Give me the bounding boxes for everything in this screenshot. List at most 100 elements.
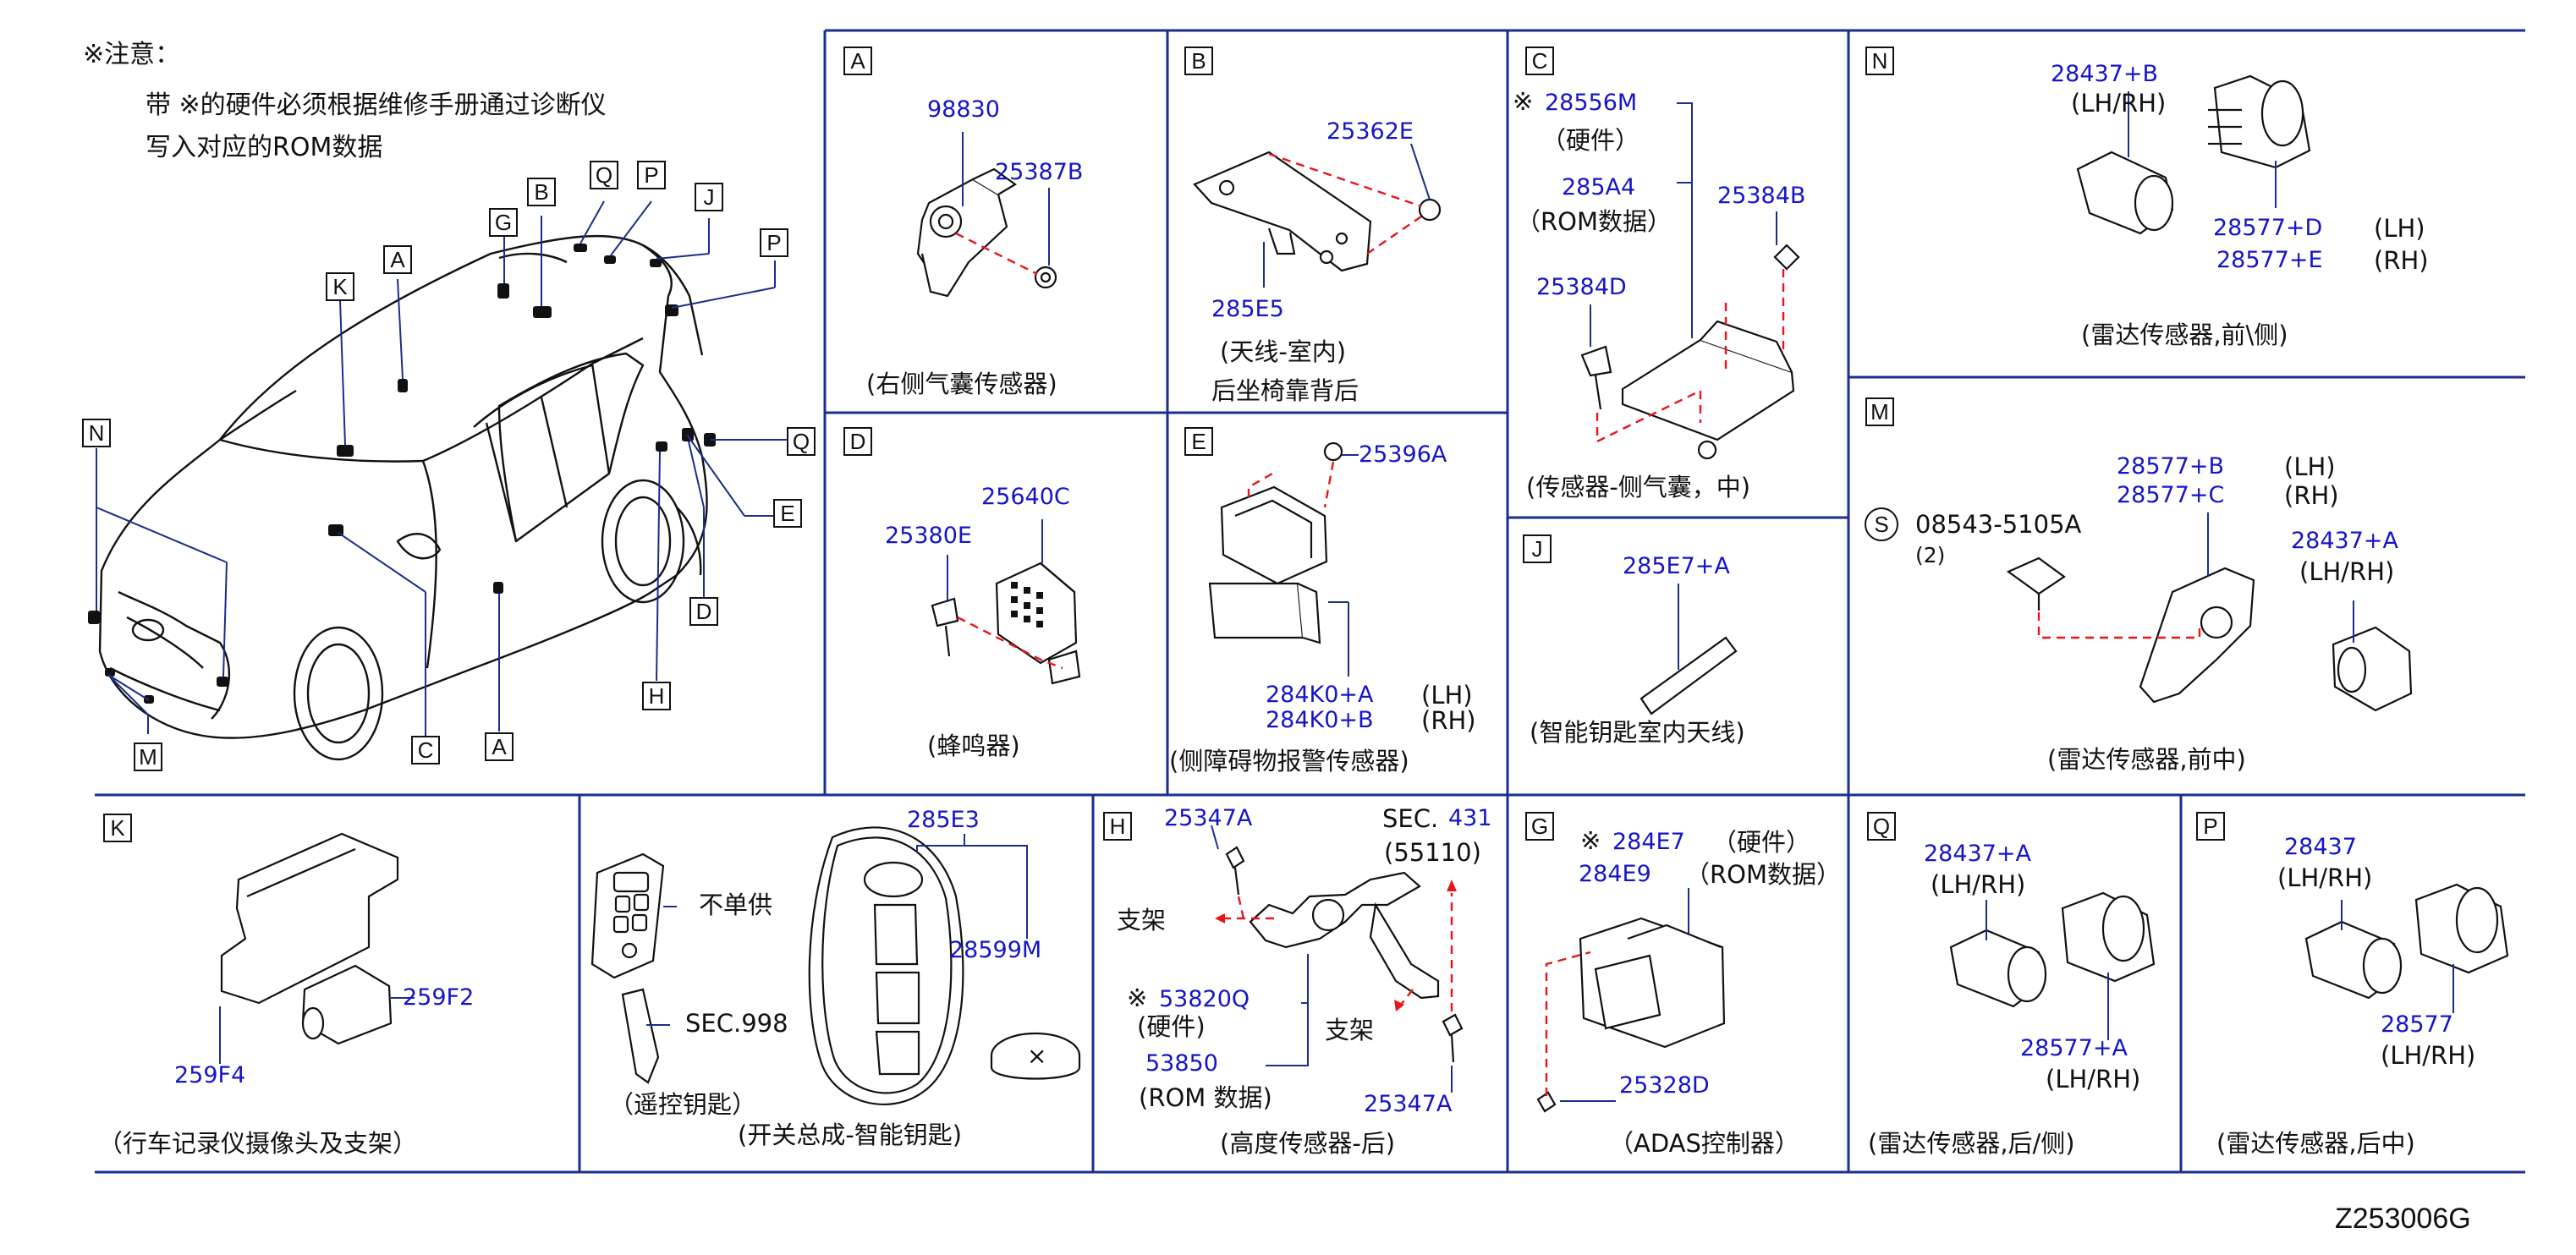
vehicle-callout-A-top: A [383,245,412,274]
bracket-label-2: 支架 [1325,1016,1375,1044]
part-25396A: 25396A [1359,441,1447,468]
panel-G-letter: G [1525,812,1554,841]
art-J [1640,636,1738,715]
art-E [1208,441,1343,644]
side-E-2: (RH) [1421,706,1476,735]
note-not-single: 不单供 [699,891,773,919]
caption-M: (雷达传感器,前中) [2047,745,2246,774]
notes-line1: 带 ※的硬件必须根据维修手册通过诊断仪 [146,90,607,120]
panel-J-letter: J [1523,534,1552,563]
side-N-3: (RH) [2374,246,2429,275]
caption-key-2: (开关总成-智能钥匙) [738,1121,963,1149]
part-285E7+A: 285E7+A [1623,553,1730,579]
symbol-S-circle: S [1865,507,1898,541]
part-28437+A-Q: 28437+A [1924,841,2031,867]
caption-Q: (雷达传感器,后/侧) [1868,1129,2075,1158]
vehicle-callout-N: N [82,419,111,447]
vehicle-callout-G: G [489,208,518,237]
vehicle-callout-P-rear: P [760,228,788,257]
caption-G: （ADAS控制器） [1609,1129,1799,1158]
panel-M-letter: M [1865,397,1894,426]
part-28556M: 28556M [1545,90,1638,116]
art-B [1193,151,1442,272]
notes-title: ※注意： [83,40,181,69]
caption-E: (侧障碍物报警传感器) [1169,747,1409,775]
art-Q [1949,891,2156,1008]
vehicle-callout-B: B [527,178,556,206]
figure-id: Z253006G [2335,1203,2471,1235]
sec-998: SEC.998 [685,1009,788,1038]
vehicle-callout-leaders [96,200,787,736]
part-259F2: 259F2 [403,984,475,1011]
side-E-1: (LH) [1421,681,1473,710]
sec-431: 431 [1448,805,1492,831]
part-25362E: 25362E [1326,118,1414,145]
caption-key-1: （遥控钥匙） [609,1090,757,1119]
side-P-1: (LH/RH) [2277,863,2373,892]
part-25640C: 25640C [981,484,1070,510]
vehicle-outline [98,234,708,761]
sec-label: SEC. [1382,804,1439,833]
part-28599M: 28599M [949,937,1042,963]
part-285A4: 285A4 [1562,174,1636,200]
side-M-2: (RH) [2284,481,2339,510]
art-K [220,832,399,1045]
hardware-mark-G: ※ [1580,826,1601,855]
part-25347A-top: 25347A [1164,805,1253,831]
vehicle-callout-A-bottom: A [485,732,514,761]
part-25347A-bottom: 25347A [1364,1091,1453,1117]
part-25384D: 25384D [1536,274,1627,300]
part-25380E: 25380E [885,523,972,549]
panel-K-letter: K [103,814,132,842]
note-hardware-C: （硬件） [1541,126,1640,155]
part-25387B: 25387B [995,159,1084,185]
part-28437+A-M: 28437+A [2291,528,2398,554]
part-28577+D: 28577+D [2213,215,2323,241]
hardware-mark-C: ※ [1513,87,1534,116]
vehicle-callout-D: D [689,597,718,626]
vehicle-callout-Q-rear: Q [787,427,816,456]
part-284E9: 284E9 [1579,861,1651,887]
vehicle-callout-H: H [642,682,671,710]
bracket-label-1: 支架 [1117,906,1167,934]
caption-H: (高度传感器-后) [1220,1129,1396,1158]
side-N-2: (LH) [2374,214,2425,243]
panel-D-letter: D [843,427,872,456]
quantity-S: (2) [1915,543,1946,567]
part-28577+A: 28577+A [2020,1035,2128,1061]
vehicle-callout-K: K [326,272,354,301]
panel-N-letter: N [1865,47,1894,75]
side-Q-1: (LH/RH) [1931,870,2026,899]
hardware-mark-H: ※ [1127,984,1148,1012]
note-hardware-G: （硬件） [1712,828,1811,857]
note-hardware-H: (硬件) [1137,1012,1206,1041]
note-rom-C: （ROM数据） [1516,207,1672,236]
sec-55110: (55110) [1384,838,1481,867]
side-P-2: (LH/RH) [2381,1041,2476,1070]
art-H [1225,846,1464,1063]
part-259F4: 259F4 [174,1062,246,1088]
side-Q-2: (LH/RH) [2046,1065,2141,1093]
panel-H-letter: H [1103,812,1132,841]
panel-B-letter: B [1184,47,1213,75]
caption-C: (传感器-侧气囊，中) [1526,473,1751,501]
panel-P-letter: P [2196,812,2225,841]
part-28577+E: 28577+E [2216,247,2323,273]
part-284K0+B: 284K0+B [1266,707,1374,733]
part-28577: 28577 [2381,1011,2453,1038]
part-28577+C: 28577+C [2117,482,2225,508]
part-28437: 28437 [2284,834,2357,860]
part-28437+B: 28437+B [2051,61,2159,87]
part-53850: 53850 [1145,1050,1218,1077]
vehicle-callout-E: E [773,499,802,528]
side-M-1: (LH) [2284,452,2336,481]
art-C [1580,244,1800,460]
part-08543-5105A: 08543-5105A [1915,510,2082,539]
caption-A: (右侧气囊传感器) [866,370,1057,398]
caption-B-2: 后坐椅靠背后 [1211,376,1359,405]
caption-D: (蜂鸣器) [927,732,1020,760]
caption-P: (雷达传感器,后中) [2216,1129,2415,1158]
vehicle-part-markers [88,244,716,704]
